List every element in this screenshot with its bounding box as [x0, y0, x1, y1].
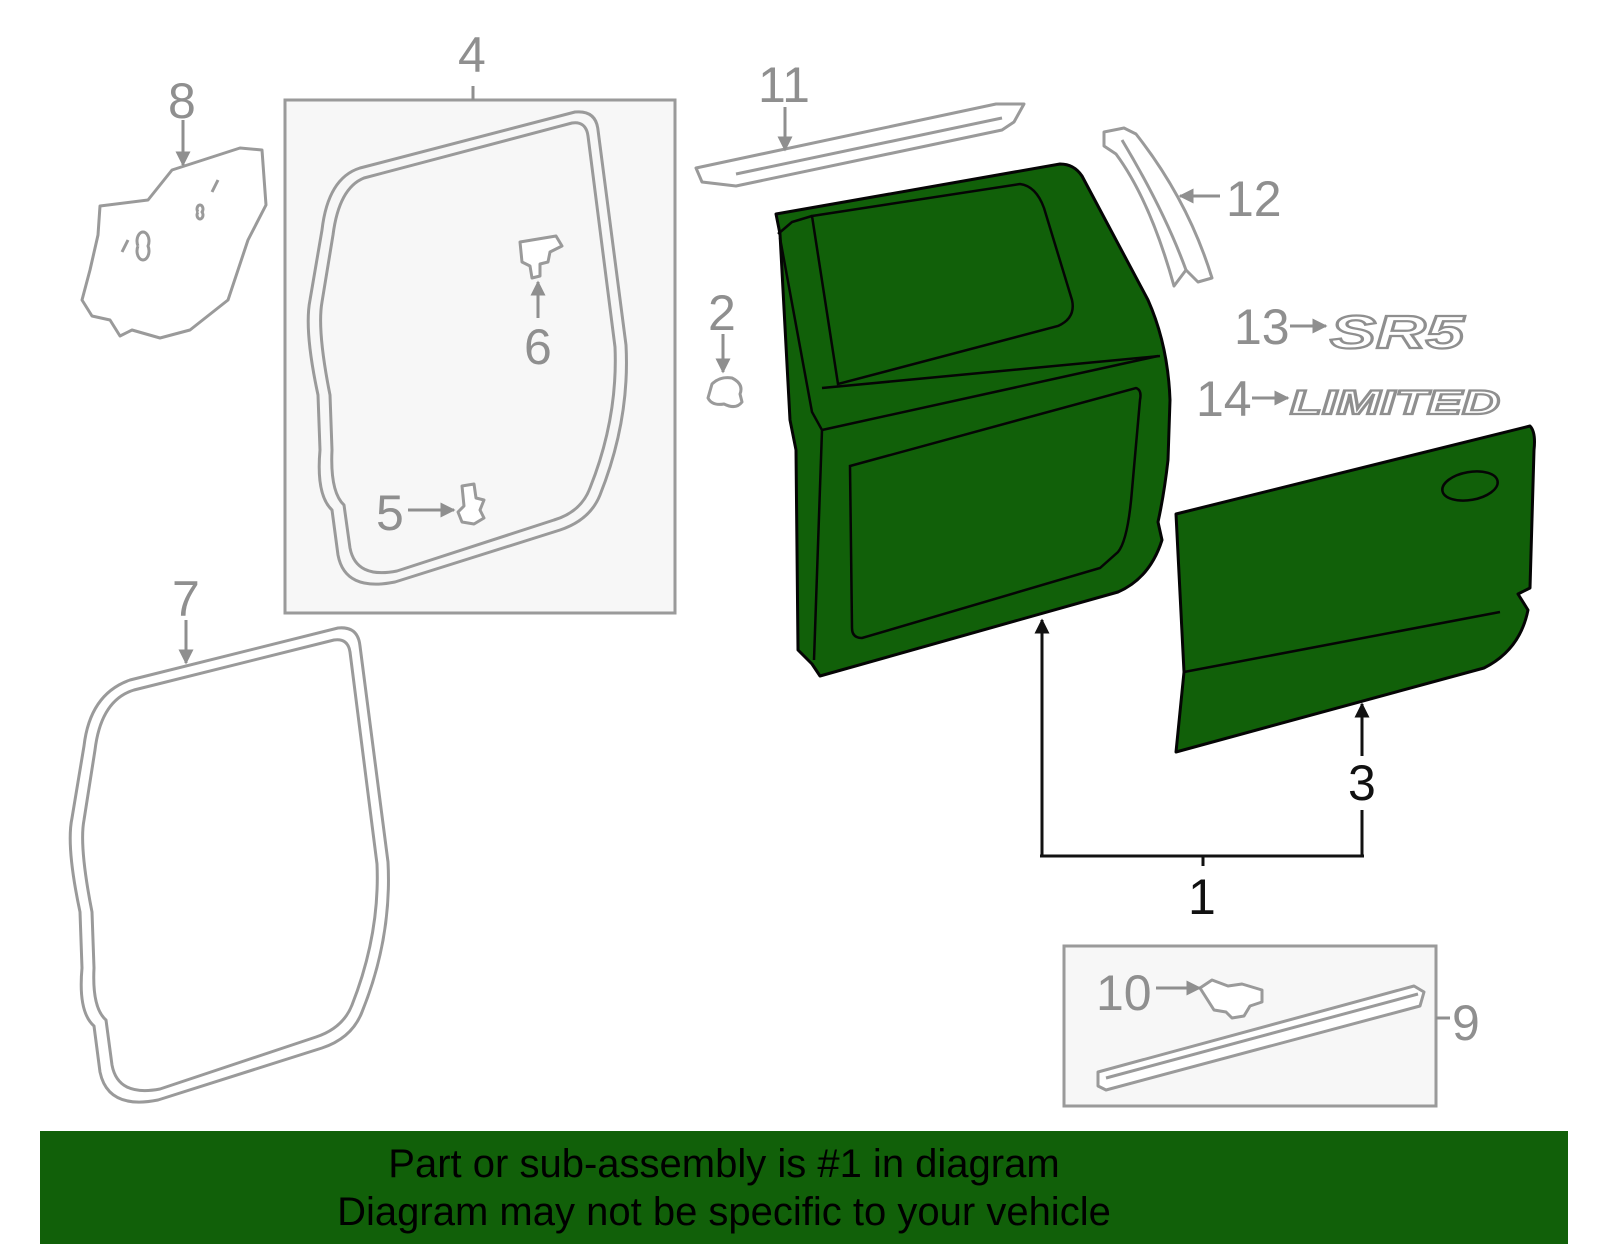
part-4-box — [283, 98, 677, 615]
part-4-weatherstrip — [306, 110, 628, 586]
callout-4: 4 — [458, 27, 486, 83]
part-6-clip — [518, 234, 564, 280]
callout-11: 11 — [758, 57, 810, 113]
part-3-outer-panel[interactable] — [1174, 424, 1536, 754]
emblem-sr5: SR5 — [1330, 306, 1466, 358]
part-5-clip — [456, 482, 486, 526]
callout-12: 12 — [1226, 171, 1282, 227]
callout-13: 13 — [1234, 299, 1290, 355]
info-banner: Part or sub-assembly is #1 in diagram Di… — [40, 1131, 1568, 1244]
door-handle-recess — [1441, 470, 1499, 502]
part-12-frame-moulding — [1102, 126, 1214, 288]
callout-5: 5 — [376, 485, 404, 541]
part-11-belt-moulding — [694, 102, 1026, 188]
banner-line-1: Part or sub-assembly is #1 in diagram — [388, 1141, 1060, 1186]
part-10-clip — [1198, 978, 1264, 1020]
callout-8: 8 — [168, 73, 196, 129]
callout-7: 7 — [172, 571, 200, 627]
callout-10: 10 — [1096, 965, 1152, 1021]
callout-6: 6 — [524, 319, 552, 375]
banner-line-2: Diagram may not be specific to your vehi… — [337, 1189, 1111, 1234]
callout-3: 3 — [1348, 755, 1376, 811]
part-9-rocker-moulding — [1096, 984, 1426, 1092]
part-7-weatherstrip — [68, 626, 390, 1104]
callout-2: 2 — [708, 285, 736, 341]
part-8-access-cover — [80, 146, 268, 340]
emblem-limited: LIMITED — [1290, 384, 1500, 422]
part-1-door-shell[interactable] — [774, 162, 1172, 678]
callout-1: 1 — [1188, 869, 1216, 925]
callout-14: 14 — [1196, 371, 1252, 427]
part-2-plug — [706, 376, 744, 409]
callout-9: 9 — [1452, 995, 1480, 1051]
